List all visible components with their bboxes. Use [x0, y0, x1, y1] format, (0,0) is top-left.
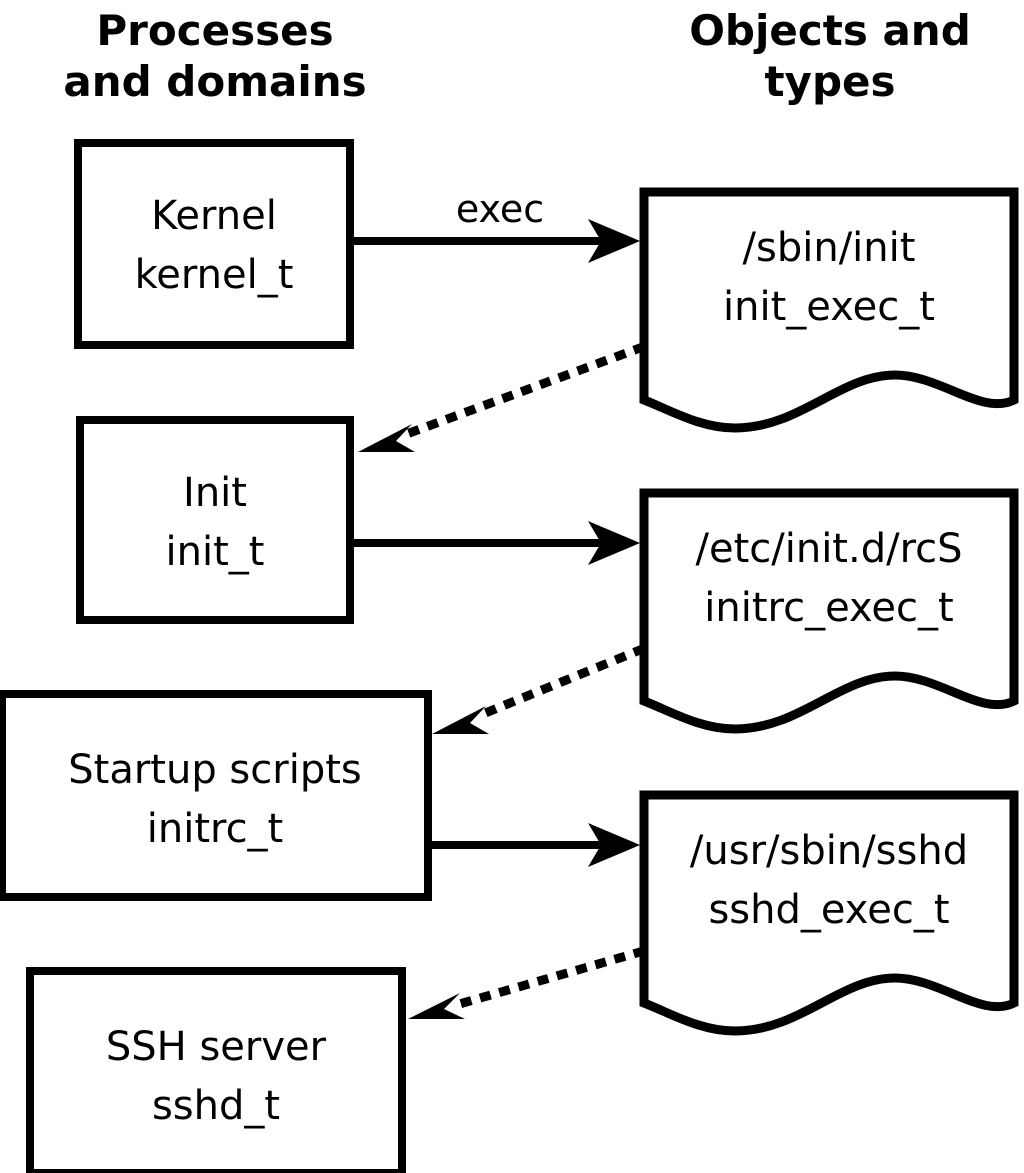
node-initrc-exec[interactable]: /etc/init.d/rcS initrc_exec_t: [639, 488, 1019, 734]
column-header-processes: Processes and domains: [63, 6, 366, 106]
node-init-exec-line2: init_exec_t: [723, 284, 935, 330]
edge-kernel-to-init-exec: exec: [350, 187, 640, 263]
node-init-exec-line1: /sbin/init: [743, 225, 916, 271]
arrowhead-kernel-exec: [588, 219, 640, 263]
node-initrc-exec-document[interactable]: [639, 488, 1019, 734]
edge-line-init-transition: [398, 342, 646, 441]
edge-init-exec-to-init: [358, 342, 646, 452]
column-header-processes-line2: and domains: [63, 57, 366, 106]
node-init-exec[interactable]: /sbin/init init_exec_t: [639, 187, 1019, 433]
node-kernel-box[interactable]: [74, 139, 354, 349]
node-startup-scripts[interactable]: Startup scripts initrc_t: [0, 690, 432, 901]
node-kernel[interactable]: Kernel kernel_t: [74, 139, 354, 349]
node-init-box[interactable]: [76, 416, 354, 624]
arrowhead-init-transition: [358, 424, 415, 452]
node-kernel-line2: kernel_t: [135, 252, 294, 298]
node-ssh-server[interactable]: SSH server sshd_t: [26, 967, 406, 1173]
node-ssh-server-box[interactable]: [26, 967, 406, 1173]
node-ssh-server-line1: SSH server: [106, 1024, 327, 1070]
column-header-objects-line2: types: [764, 57, 895, 106]
edge-line-sshd-transition: [450, 946, 646, 1011]
node-sshd-exec[interactable]: /usr/sbin/sshd sshd_exec_t: [639, 790, 1019, 1036]
edge-line-initrc-transition: [472, 644, 646, 722]
arrowhead-sshd-transition: [408, 993, 465, 1019]
edge-label-exec: exec: [456, 187, 544, 231]
node-ssh-server-line2: sshd_t: [152, 1083, 280, 1129]
column-header-objects: Objects and types: [689, 6, 971, 106]
edge-initrc-exec-to-initrc: [432, 644, 646, 734]
column-header-processes-line1: Processes: [96, 6, 333, 55]
node-kernel-line1: Kernel: [151, 193, 277, 239]
node-sshd-exec-line2: sshd_exec_t: [708, 887, 949, 933]
node-startup-scripts-box[interactable]: [0, 690, 432, 901]
node-init[interactable]: Init init_t: [76, 416, 354, 624]
node-init-exec-document[interactable]: [639, 187, 1019, 433]
edge-sshd-exec-to-sshd: [408, 946, 646, 1019]
arrowhead-initrc-transition: [432, 706, 489, 734]
edge-init-to-initrc-exec: [350, 521, 640, 565]
arrowhead-init-exec: [588, 521, 640, 565]
node-startup-scripts-line2: initrc_t: [147, 806, 284, 852]
node-initrc-exec-line2: initrc_exec_t: [704, 585, 953, 631]
column-header-objects-line1: Objects and: [689, 6, 971, 55]
arrowhead-initrc-exec: [588, 823, 640, 867]
node-initrc-exec-line1: /etc/init.d/rcS: [695, 526, 962, 572]
node-init-line2: init_t: [166, 529, 265, 575]
node-init-line1: Init: [183, 470, 247, 516]
node-startup-scripts-line1: Startup scripts: [68, 747, 361, 793]
edge-initrc-to-sshd-exec: [428, 823, 640, 867]
node-sshd-exec-line1: /usr/sbin/sshd: [690, 828, 968, 874]
node-sshd-exec-document[interactable]: [639, 790, 1019, 1036]
